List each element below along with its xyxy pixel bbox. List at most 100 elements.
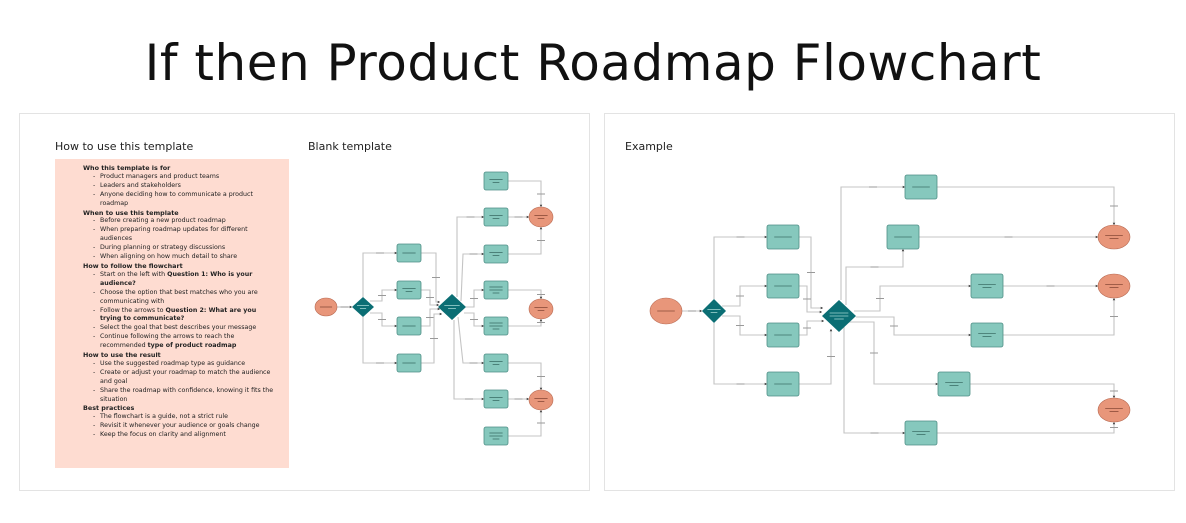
flow-node-roadmap-result[interactable] [1097,273,1131,299]
flow-node-question-1[interactable] [702,299,726,323]
connector-line [362,317,397,364]
arrowhead-icon [481,288,484,292]
arrowhead-icon [539,227,543,230]
flow-node-goal-option[interactable] [483,207,509,227]
flow-node-question-2[interactable] [438,294,466,320]
terminal-node-shape[interactable] [528,206,554,228]
process-node-shape[interactable] [483,353,509,373]
arrowhead-icon [481,252,484,256]
arrowhead-icon [539,204,543,207]
nodes[interactable] [649,174,1131,446]
notes-text: Create or adjust your roadmap to match t… [100,368,271,385]
arrowhead-icon [1095,284,1098,288]
process-node-shape[interactable] [904,420,938,446]
flow-node-goal-option[interactable] [483,426,509,446]
connector-line [722,315,767,336]
decision-node-shape[interactable] [438,294,466,320]
flow-node-start[interactable] [649,297,683,325]
arrowhead-icon [935,382,938,386]
arrowhead-icon [1112,222,1116,225]
flow-node-audience-option[interactable] [396,243,422,263]
decision-node-shape[interactable] [702,299,726,323]
flow-node-goal-option[interactable] [970,273,1004,299]
process-node-shape[interactable] [396,280,422,300]
flow-node-goal-option[interactable] [483,280,509,300]
flow-node-roadmap-result[interactable] [528,298,554,320]
arrowhead-icon [539,319,543,322]
arrowhead-icon [968,333,971,337]
connector-line [843,327,905,434]
process-node-shape[interactable] [970,273,1004,299]
terminal-node-shape[interactable] [528,298,554,320]
connector-line [854,285,971,312]
page-title: If then Product Roadmap Flowchart [144,34,1042,92]
flow-node-audience-option[interactable] [766,273,800,299]
terminal-node-shape[interactable] [528,389,554,411]
notes-list-item: Start on the left with Question 1: Who i… [93,271,279,289]
connector-line [508,410,542,437]
notes-list-item: During planning or strategy discussions [93,244,279,253]
flow-node-goal-option[interactable] [483,316,509,336]
instructions-note[interactable]: Who this template is forProduct managers… [55,159,289,468]
arrowhead-icon [394,251,397,255]
flow-node-goal-option[interactable] [904,174,938,200]
example-heading: Example [625,140,673,153]
arrowhead-icon [764,284,767,288]
flow-node-question-2[interactable] [822,300,856,332]
flow-node-audience-option[interactable] [766,371,800,397]
terminal-node-shape[interactable] [1097,273,1131,299]
process-node-shape[interactable] [483,171,509,191]
arrowhead-icon [394,324,397,328]
flow-node-goal-option[interactable] [483,244,509,264]
notes-text: Select the goal that best describes your… [100,324,257,332]
process-node-shape[interactable] [937,371,971,397]
connector-line [799,329,832,385]
arrowhead-icon [901,249,905,252]
notes-list-item: Revisit it whenever your audience or goa… [93,422,279,431]
flow-node-roadmap-result[interactable] [528,389,554,411]
terminal-node-shape[interactable] [1097,397,1131,423]
arrowhead-icon [481,324,484,328]
flow-node-goal-option[interactable] [904,420,938,446]
board-example: Example [604,113,1175,491]
example-flowchart [649,174,1131,446]
flow-node-roadmap-result[interactable] [1097,397,1131,423]
flow-node-goal-option[interactable] [483,353,509,373]
notes-emphasis: Question 2: What are you trying to commu… [100,306,257,323]
process-node-shape[interactable] [483,244,509,264]
notes-text: Choose the option that best matches who … [100,288,258,305]
terminal-node-shape[interactable] [1097,224,1131,250]
connector-line [456,216,484,297]
flow-node-audience-option[interactable] [766,322,800,348]
connector-line [713,236,767,299]
notes-list-item: Create or adjust your roadmap to match t… [93,369,279,387]
flow-node-audience-option[interactable] [396,353,422,373]
connector-line [937,422,1115,434]
arrowhead-icon [349,305,352,309]
process-node-shape[interactable] [483,389,509,409]
flow-node-audience-option[interactable] [396,316,422,336]
flow-node-roadmap-result[interactable] [528,206,554,228]
flow-node-audience-option[interactable] [766,224,800,250]
flow-node-goal-option[interactable] [483,171,509,191]
notes-list-item: Continue following the arrows to reach t… [93,333,279,351]
arrowhead-icon [1095,235,1098,239]
arrowhead-icon [819,310,822,314]
nodes[interactable] [314,171,554,446]
process-node-shape[interactable] [970,322,1004,348]
process-node-shape[interactable] [483,207,509,227]
flow-node-goal-option[interactable] [886,224,920,250]
flow-node-roadmap-result[interactable] [1097,224,1131,250]
arrowhead-icon [481,215,484,219]
flow-node-goal-option[interactable] [970,322,1004,348]
arrowhead-icon [1112,298,1116,301]
flow-node-question-1[interactable] [352,297,374,317]
decision-node-shape[interactable] [352,297,374,317]
flow-node-goal-option[interactable] [483,389,509,409]
connector-line [362,252,397,297]
flow-node-start[interactable] [314,297,338,317]
flow-node-audience-option[interactable] [396,280,422,300]
notes-text: During planning or strategy discussions [100,244,226,252]
flow-node-goal-option[interactable] [937,371,971,397]
connector-line [1003,298,1115,336]
